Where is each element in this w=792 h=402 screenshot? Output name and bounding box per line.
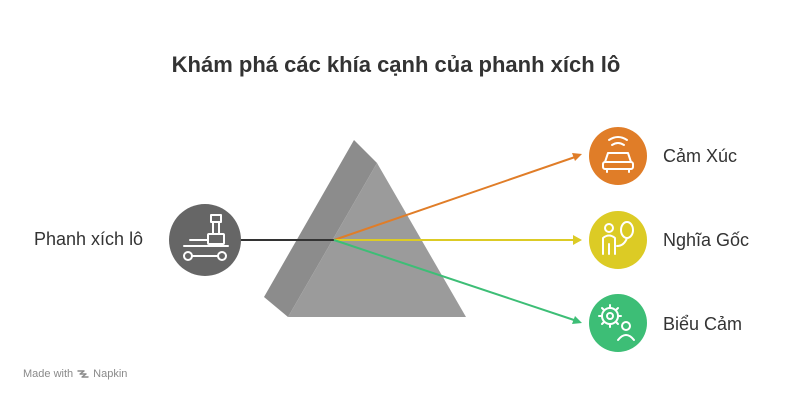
page-title: Khám phá các khía cạnh của phanh xích lô (171, 52, 621, 77)
car-signal-icon (602, 136, 634, 173)
gear-person-icon (598, 304, 635, 341)
arrowhead-green (572, 316, 582, 324)
output-node-2 (589, 211, 647, 269)
napkin-brand: Napkin (93, 368, 128, 380)
output-label-2: Nghĩa Gốc (663, 230, 750, 250)
beam-green (333, 239, 578, 322)
arrowhead-orange (572, 153, 582, 161)
cyclo-brake-icon (183, 214, 229, 261)
napkin-logo-icon (77, 370, 89, 378)
output-node-3 (589, 294, 647, 352)
output-beams (333, 153, 582, 324)
input-node (169, 204, 241, 276)
output-circle-yellow (589, 211, 647, 269)
input-label: Phanh xích lô (34, 229, 144, 249)
arrowhead-yellow (573, 235, 582, 245)
output-node-1 (589, 127, 647, 185)
footer-credit: Made with Napkin (23, 368, 127, 380)
person-balloon-icon (602, 221, 634, 255)
output-circle-orange (589, 127, 647, 185)
made-with-text: Made with (23, 368, 74, 380)
beam-orange (333, 155, 579, 241)
prism-side-face (264, 140, 377, 317)
output-label-1: Cảm Xúc (663, 146, 738, 166)
output-label-3: Biểu Cảm (663, 314, 743, 334)
